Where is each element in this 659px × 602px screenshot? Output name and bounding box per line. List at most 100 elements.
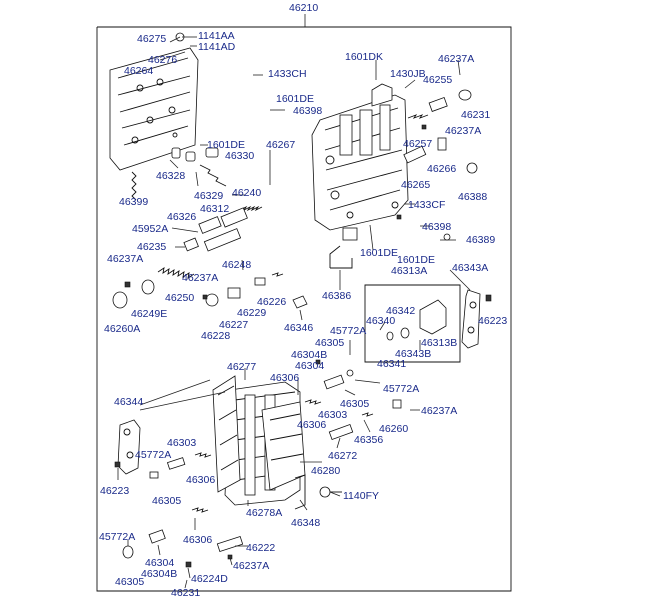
- parts-right-upper: [396, 89, 478, 241]
- label-46348: 46348: [291, 517, 320, 529]
- label-46260A: 46260A: [104, 323, 140, 335]
- label-46237A-right-3: 46237A: [421, 405, 457, 417]
- label-1140FY: 1140FY: [343, 490, 379, 502]
- assembly-header: 46210: [289, 2, 318, 27]
- label-46343B: 46343B: [395, 348, 431, 360]
- label-46304-b: 46304: [145, 557, 174, 569]
- label-46326: 46326: [167, 211, 196, 223]
- lower-left-valves: [149, 452, 212, 479]
- label-46226: 46226: [257, 296, 286, 308]
- label-46222: 46222: [246, 542, 275, 554]
- label-46272: 46272: [328, 450, 357, 462]
- label-1433CH: 1433CH: [268, 68, 307, 80]
- label-46386: 46386: [322, 290, 351, 302]
- label-45952A: 45952A: [132, 223, 168, 235]
- label-46248: 46248: [222, 259, 251, 271]
- label-46305-d: 46305: [115, 576, 144, 588]
- solenoid-group-46313A: [364, 284, 461, 363]
- label-46237A-top-right: 46237A: [438, 53, 474, 65]
- label-46304-a: 46304: [295, 360, 324, 372]
- label-46398-right: 46398: [422, 221, 451, 233]
- label-45772A-d: 45772A: [99, 531, 135, 543]
- label-46389: 46389: [466, 234, 495, 246]
- label-46306-c: 46306: [186, 474, 215, 486]
- label-46275: 46275: [137, 33, 166, 45]
- label-46277: 46277: [227, 361, 256, 373]
- label-46240: 46240: [232, 187, 261, 199]
- label-1141AD: 1141AD: [198, 41, 236, 53]
- label-1601DK: 1601DK: [345, 51, 383, 63]
- label-46341: 46341: [377, 358, 406, 370]
- label-46280: 46280: [311, 465, 340, 477]
- label-46224D: 46224D: [191, 573, 228, 585]
- label-46278A: 46278A: [246, 507, 282, 519]
- label-46356: 46356: [354, 434, 383, 446]
- label-1430JB: 1430JB: [390, 68, 426, 80]
- connector-46386: [329, 227, 358, 269]
- label-46305-b: 46305: [340, 398, 369, 410]
- label-46399: 46399: [119, 196, 148, 208]
- label-46342: 46342: [386, 305, 415, 317]
- label-46265: 46265: [401, 179, 430, 191]
- label-46257: 46257: [403, 138, 432, 150]
- label-46313A: 46313A: [391, 265, 427, 277]
- label-46305-c: 46305: [152, 495, 181, 507]
- bracket-46348: [294, 474, 306, 510]
- label-45772A-b: 45772A: [383, 383, 419, 395]
- label-46340: 46340: [366, 315, 395, 327]
- label-46237A-left: 46237A: [107, 253, 143, 265]
- label-46223-left: 46223: [100, 485, 129, 497]
- label-46237A-center: 46237A: [182, 272, 218, 284]
- label-46344: 46344: [114, 396, 143, 408]
- label-46306-a: 46306: [270, 372, 299, 384]
- label-46328: 46328: [156, 170, 185, 182]
- label-46398-top: 46398: [293, 105, 322, 117]
- label-46250: 46250: [165, 292, 194, 304]
- label-46329: 46329: [194, 190, 223, 202]
- parts-46249E-46260A: [112, 279, 155, 309]
- label-46346: 46346: [284, 322, 313, 334]
- separator-plate-46264: [109, 47, 199, 171]
- spring-46399: [131, 171, 137, 201]
- label-46343A: 46343A: [452, 262, 488, 274]
- label-46304B-a: 46304B: [291, 349, 327, 361]
- label-46312: 46312: [200, 203, 229, 215]
- label-46306-b: 46306: [297, 419, 326, 431]
- label-46306-d: 46306: [183, 534, 212, 546]
- label-46388: 46388: [458, 191, 487, 203]
- parts-46330-46329: [199, 147, 227, 187]
- spring-46250: [157, 267, 195, 279]
- leader-lines: [117, 36, 471, 589]
- label-46237A-bottom: 46237A: [233, 560, 269, 572]
- label-46266: 46266: [427, 163, 456, 175]
- valve-train-46240: [183, 205, 263, 252]
- label-46264: 46264: [124, 65, 153, 77]
- assembly-frame: [96, 26, 512, 592]
- lower-bottom-valves: [122, 507, 244, 568]
- label-46231-bottom: 46231: [171, 587, 200, 599]
- label-46229: 46229: [237, 307, 266, 319]
- part-46346: [292, 295, 308, 309]
- label-46303-b: 46303: [167, 437, 196, 449]
- bracket-46344: [114, 419, 141, 475]
- label-1601DE-c: 1601DE: [397, 254, 435, 266]
- parts-46226-46229-46227-46228: [202, 272, 284, 307]
- label-46223-right: 46223: [478, 315, 507, 327]
- label-46267: 46267: [266, 139, 295, 151]
- label-1141AA: 1141AA: [198, 30, 235, 42]
- label-1601DE-b: 1601DE: [360, 247, 398, 259]
- label-46276: 46276: [148, 54, 177, 66]
- label-46304B-b: 46304B: [141, 568, 177, 580]
- parts-lower-center: [304, 359, 402, 441]
- label-46249E: 46249E: [131, 308, 167, 320]
- label-46228: 46228: [201, 330, 230, 342]
- bracket-46343A: [461, 289, 492, 349]
- label-45772A-c: 45772A: [135, 449, 171, 461]
- upper-valve-body: [311, 83, 409, 231]
- label-1601DE-mid: 1601DE: [207, 139, 245, 151]
- label-46255: 46255: [423, 74, 452, 86]
- lower-valve-body: [224, 381, 306, 506]
- label-46313B: 46313B: [421, 337, 457, 349]
- label-46330: 46330: [225, 150, 254, 162]
